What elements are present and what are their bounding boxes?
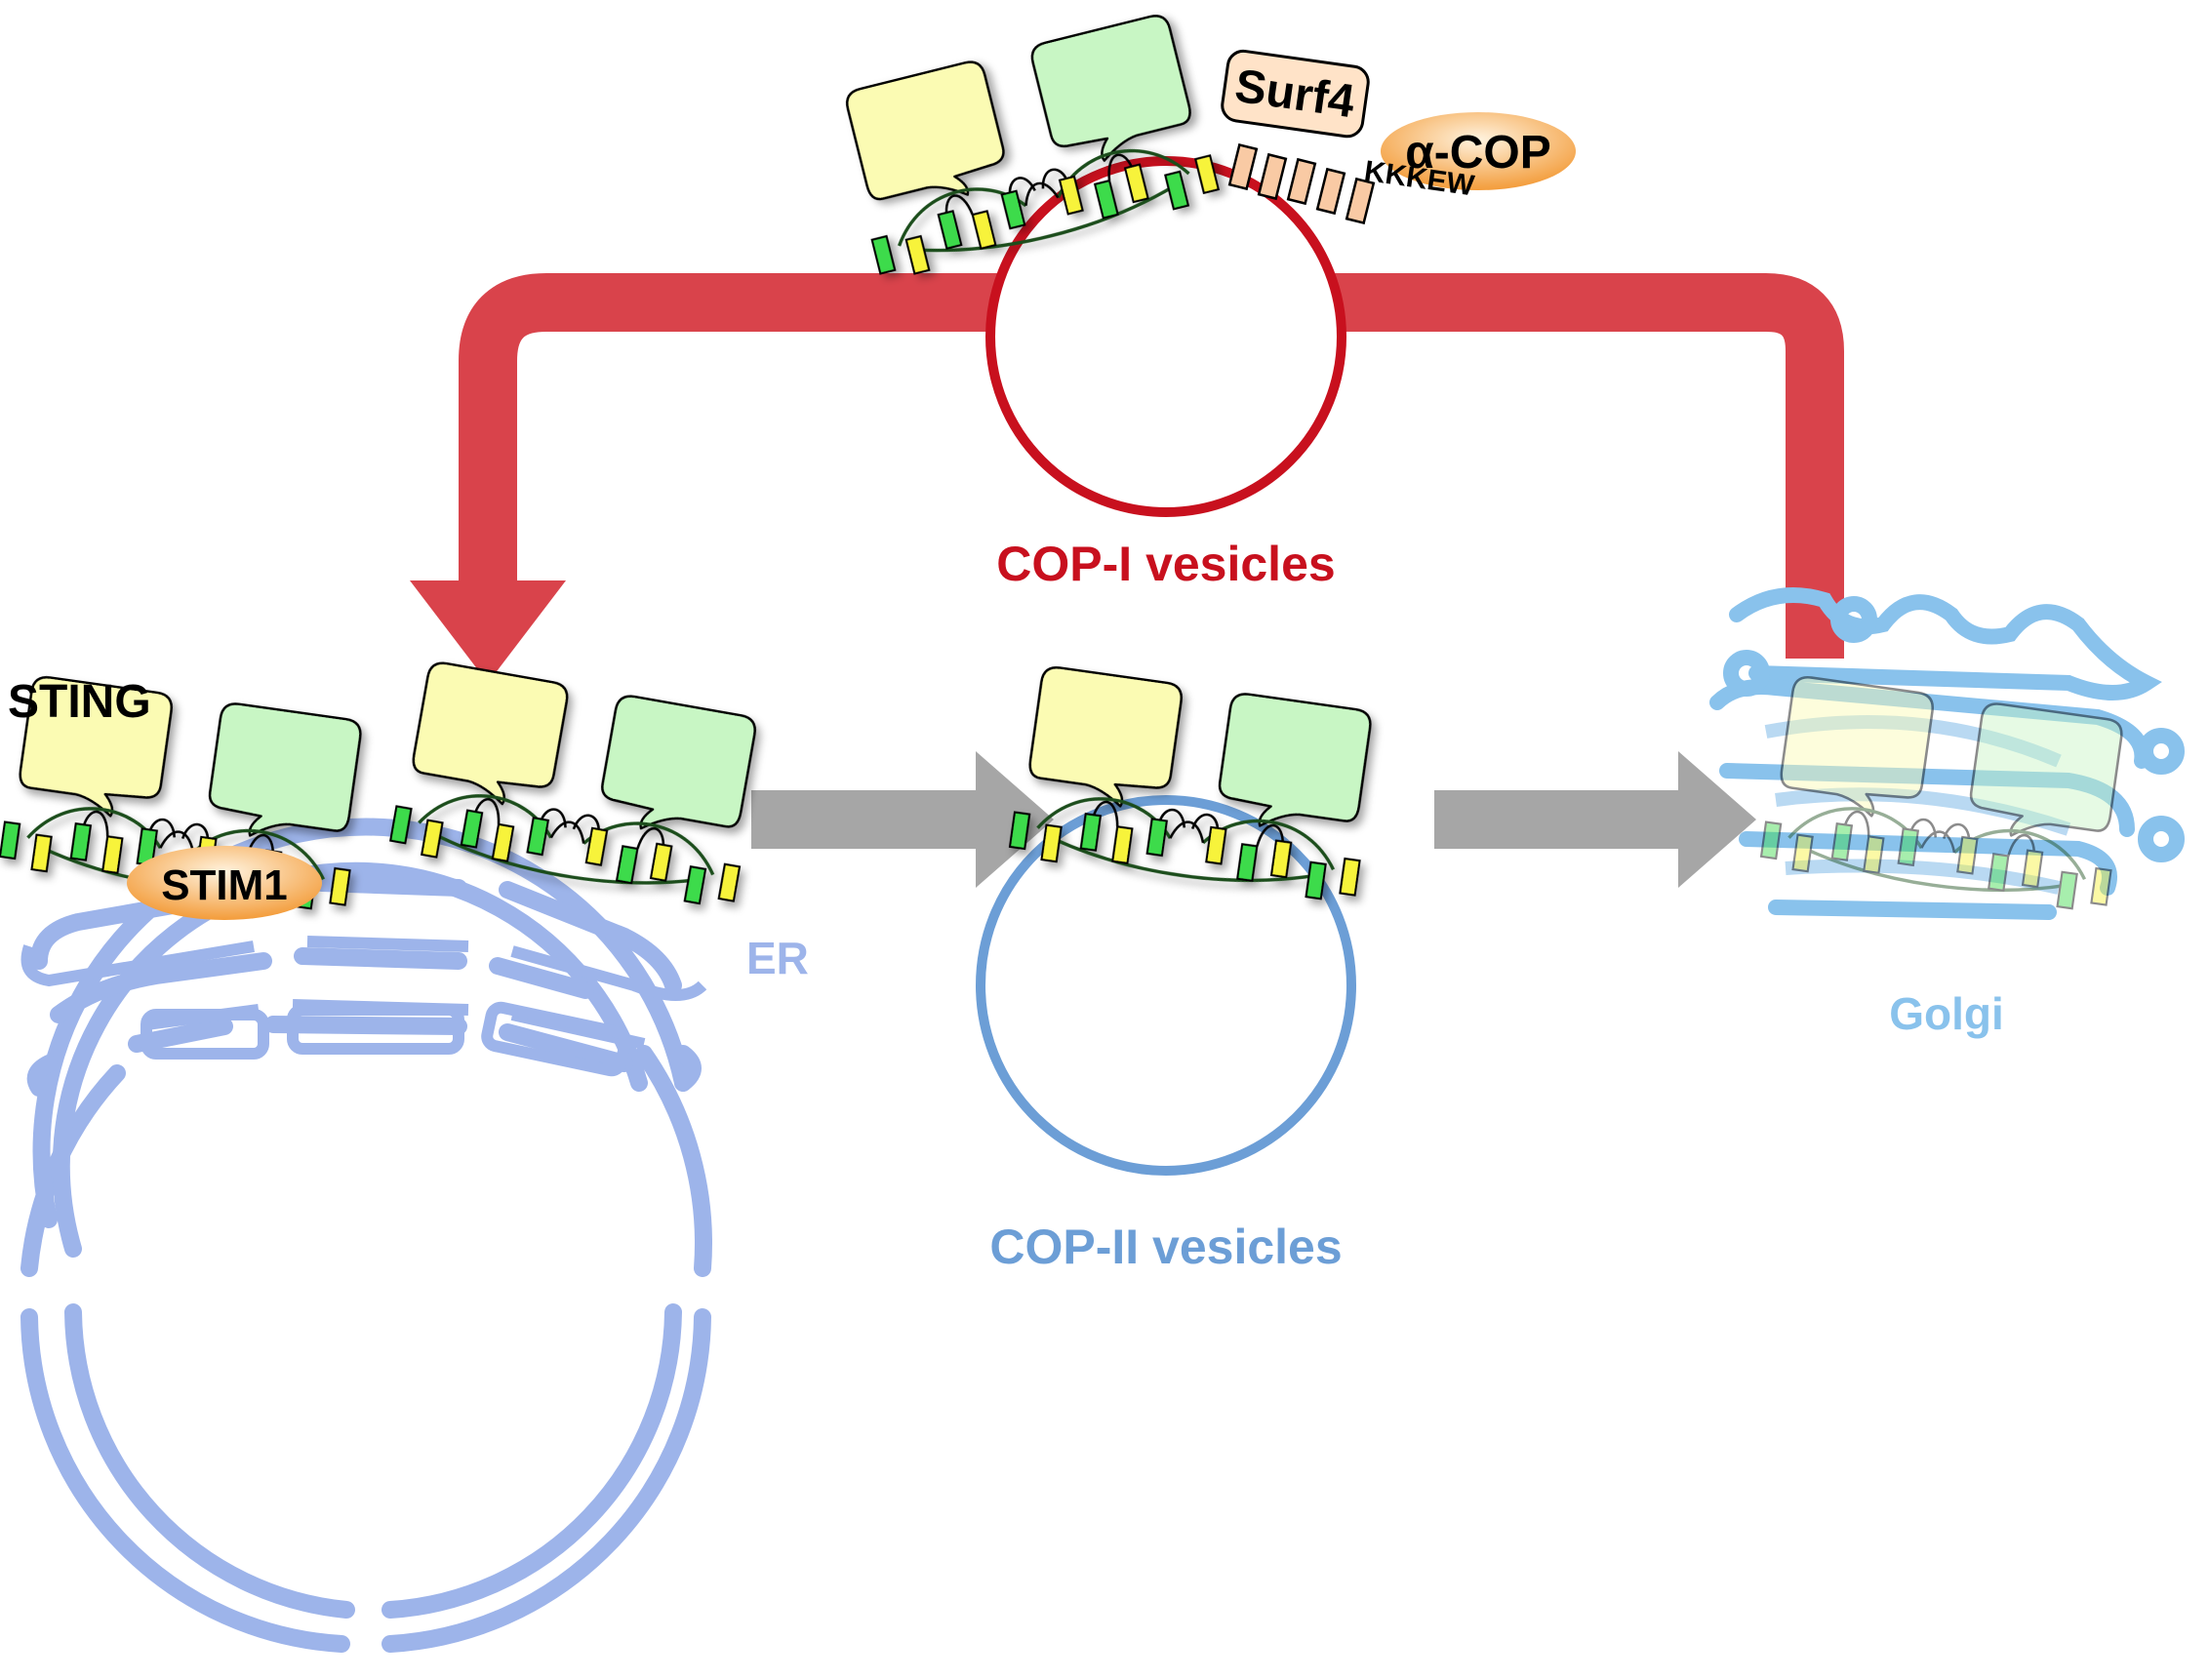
acop-label: α-COP (1405, 127, 1551, 179)
copi-label: COP-I vesicles (996, 537, 1335, 591)
copii-vesicle (976, 795, 1356, 1176)
forward-arrow-copii-to-golgi (1434, 751, 1756, 888)
surf4-helices (1227, 142, 1376, 225)
forward-arrow-er-to-copii (751, 751, 1054, 888)
stim1-badge: STIM1 (127, 846, 322, 920)
surf4-badge: Surf4 (1221, 49, 1370, 139)
er-label: ER (746, 933, 809, 983)
er-cisternae-outline (20, 936, 707, 1077)
sting-label: STING (8, 676, 151, 728)
stim1-label: STIM1 (161, 861, 288, 909)
retrograde-arrow (459, 273, 1844, 659)
sting-dimer-er-right (387, 658, 768, 911)
copii-label: COP-II vesicles (989, 1220, 1342, 1274)
golgi-label: Golgi (1889, 988, 2004, 1039)
retrograde-arrowhead (410, 580, 566, 683)
er-membrane (20, 818, 712, 1653)
acop-badge: α-COP (1381, 112, 1576, 190)
copi-vesicle (985, 156, 1346, 517)
